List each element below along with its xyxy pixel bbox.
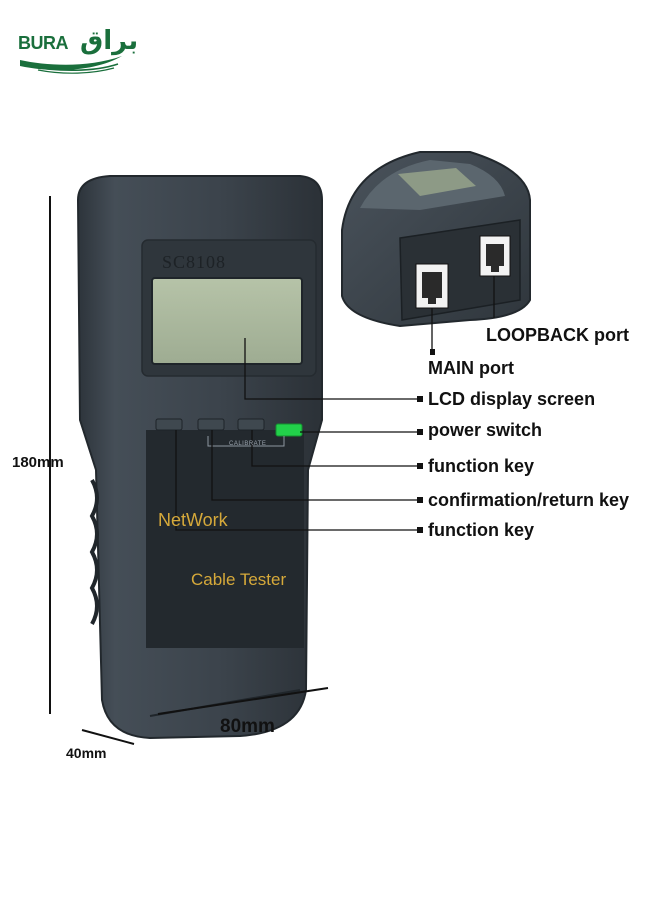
height-dimension-label: 180mm	[12, 454, 64, 471]
width-dimension-label: 80mm	[220, 716, 275, 737]
function-key-label-1: function key	[428, 456, 535, 476]
brand-logo: BURA براق	[18, 26, 138, 76]
logo-latin-text: BURA	[18, 33, 69, 53]
logo-swoosh-icon	[20, 56, 122, 74]
loopback-port-label: LOOPBACK port	[486, 325, 629, 345]
device-cable-tester-label: Cable Tester	[191, 570, 287, 589]
callout-lines	[175, 276, 495, 531]
device-network-label: NetWork	[158, 510, 228, 530]
lcd-label: LCD display screen	[428, 389, 596, 409]
confirmation-key-label: confirmation/return key	[428, 490, 630, 510]
power-switch-label: power switch	[428, 420, 543, 440]
main-port-label: MAIN port	[428, 358, 514, 378]
port-inset-view	[341, 151, 531, 328]
function-key-label-2: function key	[428, 520, 535, 540]
callout-markers	[417, 349, 435, 533]
power-led-icon	[275, 423, 303, 437]
device-model-label: SC8108	[162, 252, 227, 272]
logo-arabic-text: براق	[80, 26, 139, 56]
depth-dimension-label: 40mm	[66, 745, 107, 761]
dimension-lines	[49, 196, 329, 745]
cable-tester-body	[76, 175, 323, 740]
calibrate-label: CALIBRATE	[229, 441, 267, 447]
